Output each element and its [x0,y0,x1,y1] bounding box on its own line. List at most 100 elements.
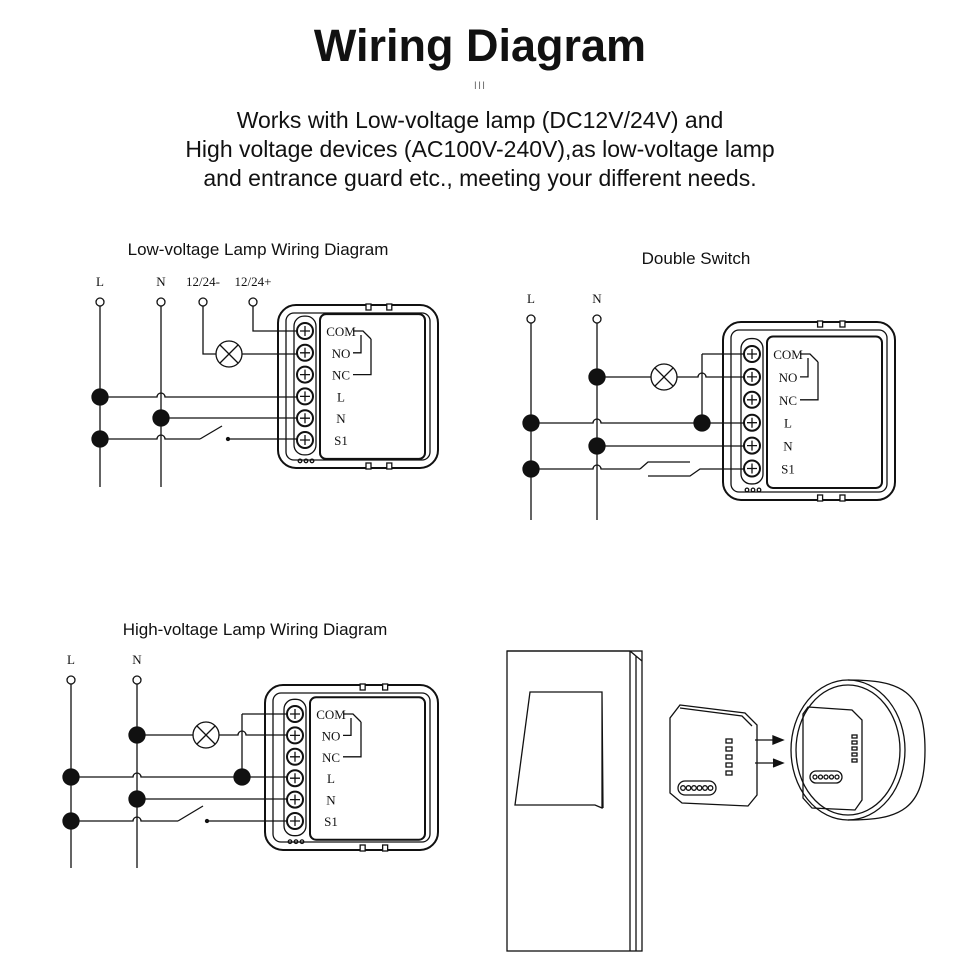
module-panel [766,335,883,489]
module-terminal-hole [696,785,703,791]
module-clip [381,844,389,852]
wire [241,713,287,777]
module-clip [386,462,393,470]
module-clip [839,320,846,328]
screw-cross [300,435,310,445]
module-clip [381,683,389,691]
terminal-strip [293,315,317,456]
wire [219,730,287,736]
high-voltage-title: High-voltage Lamp Wiring Diagram [123,620,388,639]
screw-cross [300,326,310,336]
line-label-l: L [96,274,104,289]
terminal-label-no: NO [779,370,798,385]
subtitle-line: Works with Low-voltage lamp (DC12V/24V) … [236,107,724,133]
junction-box-body [847,679,926,821]
module-pin [851,734,858,739]
relay-contact [800,353,819,401]
module-terminal-hole [828,774,835,780]
terminal-circle [132,675,142,685]
wire [71,772,287,778]
terminal-label-com: COM [773,347,803,362]
led-dot [287,839,293,845]
screw-cross [290,730,300,741]
line-label-dc-plus: 12/24+ [235,274,272,289]
subtitle-line: and entrance guard etc., meeting your di… [203,165,757,191]
module-body [277,304,439,469]
arrow-shaft [755,739,775,764]
terminal-label-nc: NC [332,368,350,383]
module-pin [851,746,858,751]
led-dot [303,458,309,464]
led-dot [293,839,299,845]
screw-cross [300,413,310,424]
junction-dot [522,460,540,478]
module-terminal-block [809,770,843,784]
terminal-label-l: L [337,389,345,404]
screw-cross [300,369,310,380]
wire [100,392,297,398]
wire [71,816,178,822]
terminal-label-nc: NC [322,750,340,765]
junction-dot [522,414,540,432]
terminal-label-l: L [784,416,792,431]
screw-terminal [286,747,304,766]
wire [531,418,744,424]
terminal-label-n: N [326,793,336,808]
terminal-label-s1: S1 [324,814,338,829]
junction-dot [152,409,170,427]
junction-box-inner [795,684,901,816]
line-label-n: N [132,652,142,667]
module-terminal-hole [812,774,818,780]
terminal-circle [592,314,602,324]
screw-cross [747,349,757,359]
module-terminal-hole [685,785,692,791]
wire [202,306,216,355]
terminal-strip [740,337,764,485]
terminal-label-no: NO [332,346,351,361]
screw-terminal [743,390,761,409]
terminal-label-n: N [783,439,793,454]
terminal-label-l: L [327,771,335,786]
wire [531,464,640,470]
screw-cross [290,751,300,762]
module-clip [386,303,393,311]
module-clip [359,844,366,852]
relay-contact [343,713,362,758]
terminal-label-s1: S1 [334,433,348,448]
screw-terminal [296,365,314,384]
screw-cross [290,773,300,784]
led-dot [299,839,305,845]
terminal-circle [156,297,166,307]
led-dot [744,487,750,493]
screw-cross [290,816,300,826]
module-body [264,684,439,851]
subtitle-line: High voltage devices (AC100V-240V),as lo… [185,136,775,162]
module-pin [725,746,733,752]
arrow-icon [772,735,785,768]
junction-box-rim [790,679,906,821]
module-terminal-hole [702,785,708,791]
screw-cross [290,794,300,805]
terminal-label-s1: S1 [781,462,795,477]
module-panel [319,313,426,460]
junction-dot [62,812,80,830]
switch-lever [199,425,223,440]
junction-dot [588,368,606,386]
module-rim [285,312,431,461]
module-clip [816,320,824,328]
terminal-label-com: COM [326,324,356,339]
screw-terminal [296,431,314,449]
page-title: Wiring Diagram [313,20,647,71]
junction-dot [693,414,711,432]
module-clip [359,683,366,691]
line-label-n: N [156,274,166,289]
terminal-label-com: COM [316,707,346,722]
module-pin [851,740,858,745]
led-dot [756,487,762,493]
double-switch-title: Double Switch [642,249,751,268]
lamp-cross [654,367,674,387]
installation-illustration [506,650,926,952]
module-pin [725,762,733,768]
screw-cross [747,371,757,382]
